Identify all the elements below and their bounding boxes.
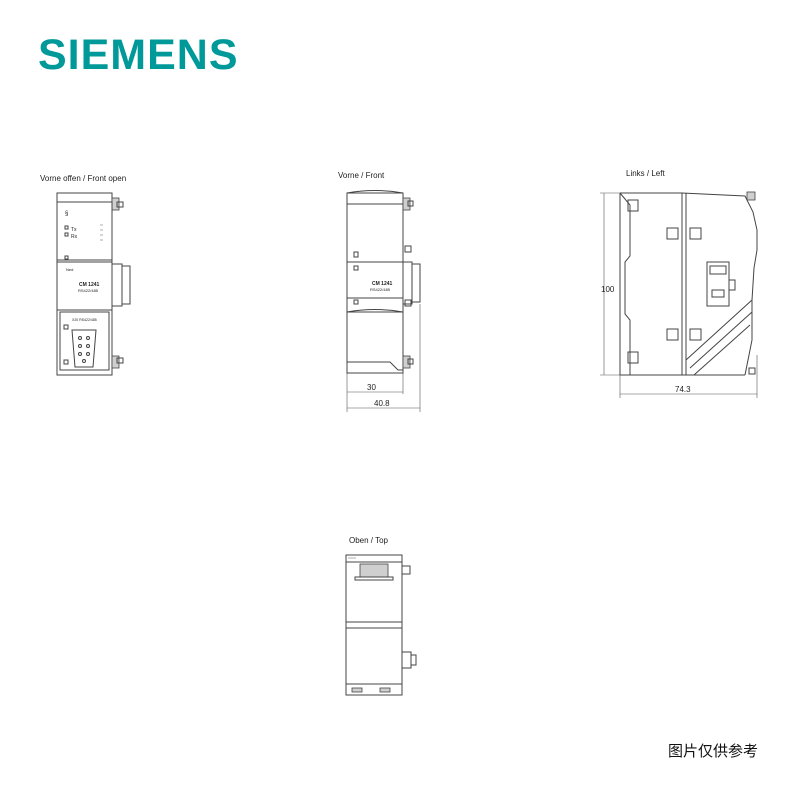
svg-text:§: § [65,211,68,217]
svg-text:Ned: Ned [66,267,73,272]
module-type-open: RS422/485 [78,288,99,293]
front-open-view: § Tx Rx Ned CM 1241 RS422/485 X20 RS422/… [56,192,131,376]
reference-note: 图片仅供参考 [667,742,758,760]
led-rx-label: Rx [71,234,78,240]
view-title-front: Vorne / Front [338,171,385,180]
view-title-top: Oben / Top [349,536,388,545]
siemens-logo: SIEMENS [38,31,239,79]
module-type-front: RS422/485 [370,287,391,292]
view-title-front-open: Vorne offen / Front open [40,174,127,183]
module-name-front: CM 1241 [372,281,393,287]
dim-depth-74-3: 74.3 [675,385,691,394]
front-view: CM 1241 RS422/485 30 40.8 [346,190,421,412]
led-tx-label: Tx [71,227,77,233]
left-view: 100 74.3 [600,191,758,398]
module-name-open: CM 1241 [79,282,100,288]
dim-width-40-8: 40.8 [374,399,390,408]
top-view [345,554,417,696]
dim-width-30: 30 [367,383,376,392]
svg-text:X20 RS422/485: X20 RS422/485 [72,318,97,322]
dim-height-100: 100 [601,285,615,294]
view-title-left: Links / Left [626,169,665,178]
